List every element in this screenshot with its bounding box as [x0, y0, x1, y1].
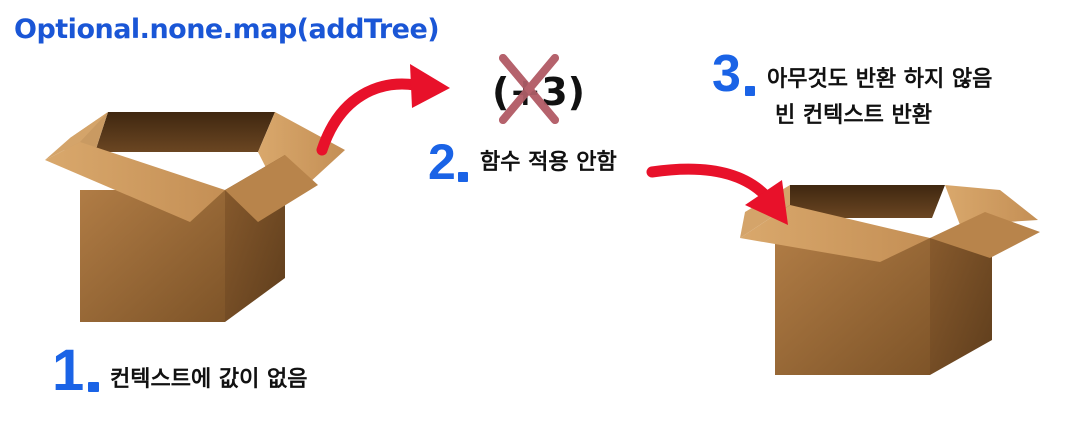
step-3-number: 3 [712, 45, 741, 103]
step-3-label-line2: 빈 컨텍스트 반환 [775, 103, 932, 128]
step-2-label: 함수 적용 안함 [480, 150, 617, 175]
step-3-label-line1: 아무것도 반환 하지 않음 [767, 67, 993, 92]
step-1-dot [88, 382, 99, 392]
step-3-dot [745, 86, 755, 96]
step-2-number: 2 [428, 134, 456, 190]
empty-box-left [45, 112, 345, 322]
arrow-to-function [316, 64, 450, 156]
step-1-label: 컨텍스트에 값이 없음 [110, 367, 308, 392]
arrow-to-empty-box [646, 163, 788, 225]
diagram-title: Optional.none.map(addTree) [14, 14, 440, 45]
step-1-number: 1 [52, 338, 85, 403]
step-2-dot [458, 172, 468, 182]
